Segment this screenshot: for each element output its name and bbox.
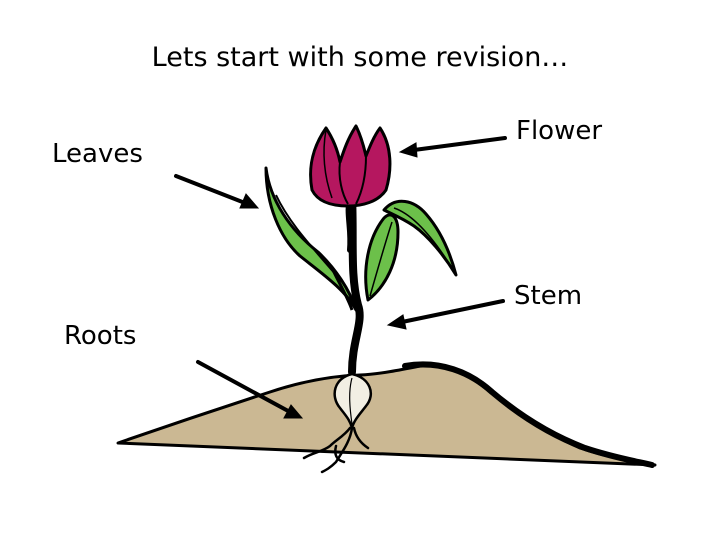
slide-title: Lets start with some revision… bbox=[151, 42, 569, 73]
soil-mound bbox=[116, 364, 657, 467]
tulip-roots bbox=[302, 426, 370, 474]
tulip-flower bbox=[309, 124, 392, 208]
arrow-icon bbox=[174, 174, 260, 209]
soil-outline bbox=[402, 361, 655, 468]
label-roots: Roots bbox=[64, 321, 137, 351]
arrow-icon bbox=[196, 360, 304, 419]
label-stem: Stem bbox=[514, 281, 583, 311]
arrow-icon bbox=[386, 299, 505, 330]
label-leaves: Leaves bbox=[52, 139, 143, 169]
label-flower: Flower bbox=[516, 116, 603, 146]
arrow-icon bbox=[398, 136, 507, 158]
tulip-stem bbox=[348, 191, 364, 376]
middle-leaf bbox=[330, 267, 354, 311]
right-leaf-outer bbox=[382, 199, 458, 277]
